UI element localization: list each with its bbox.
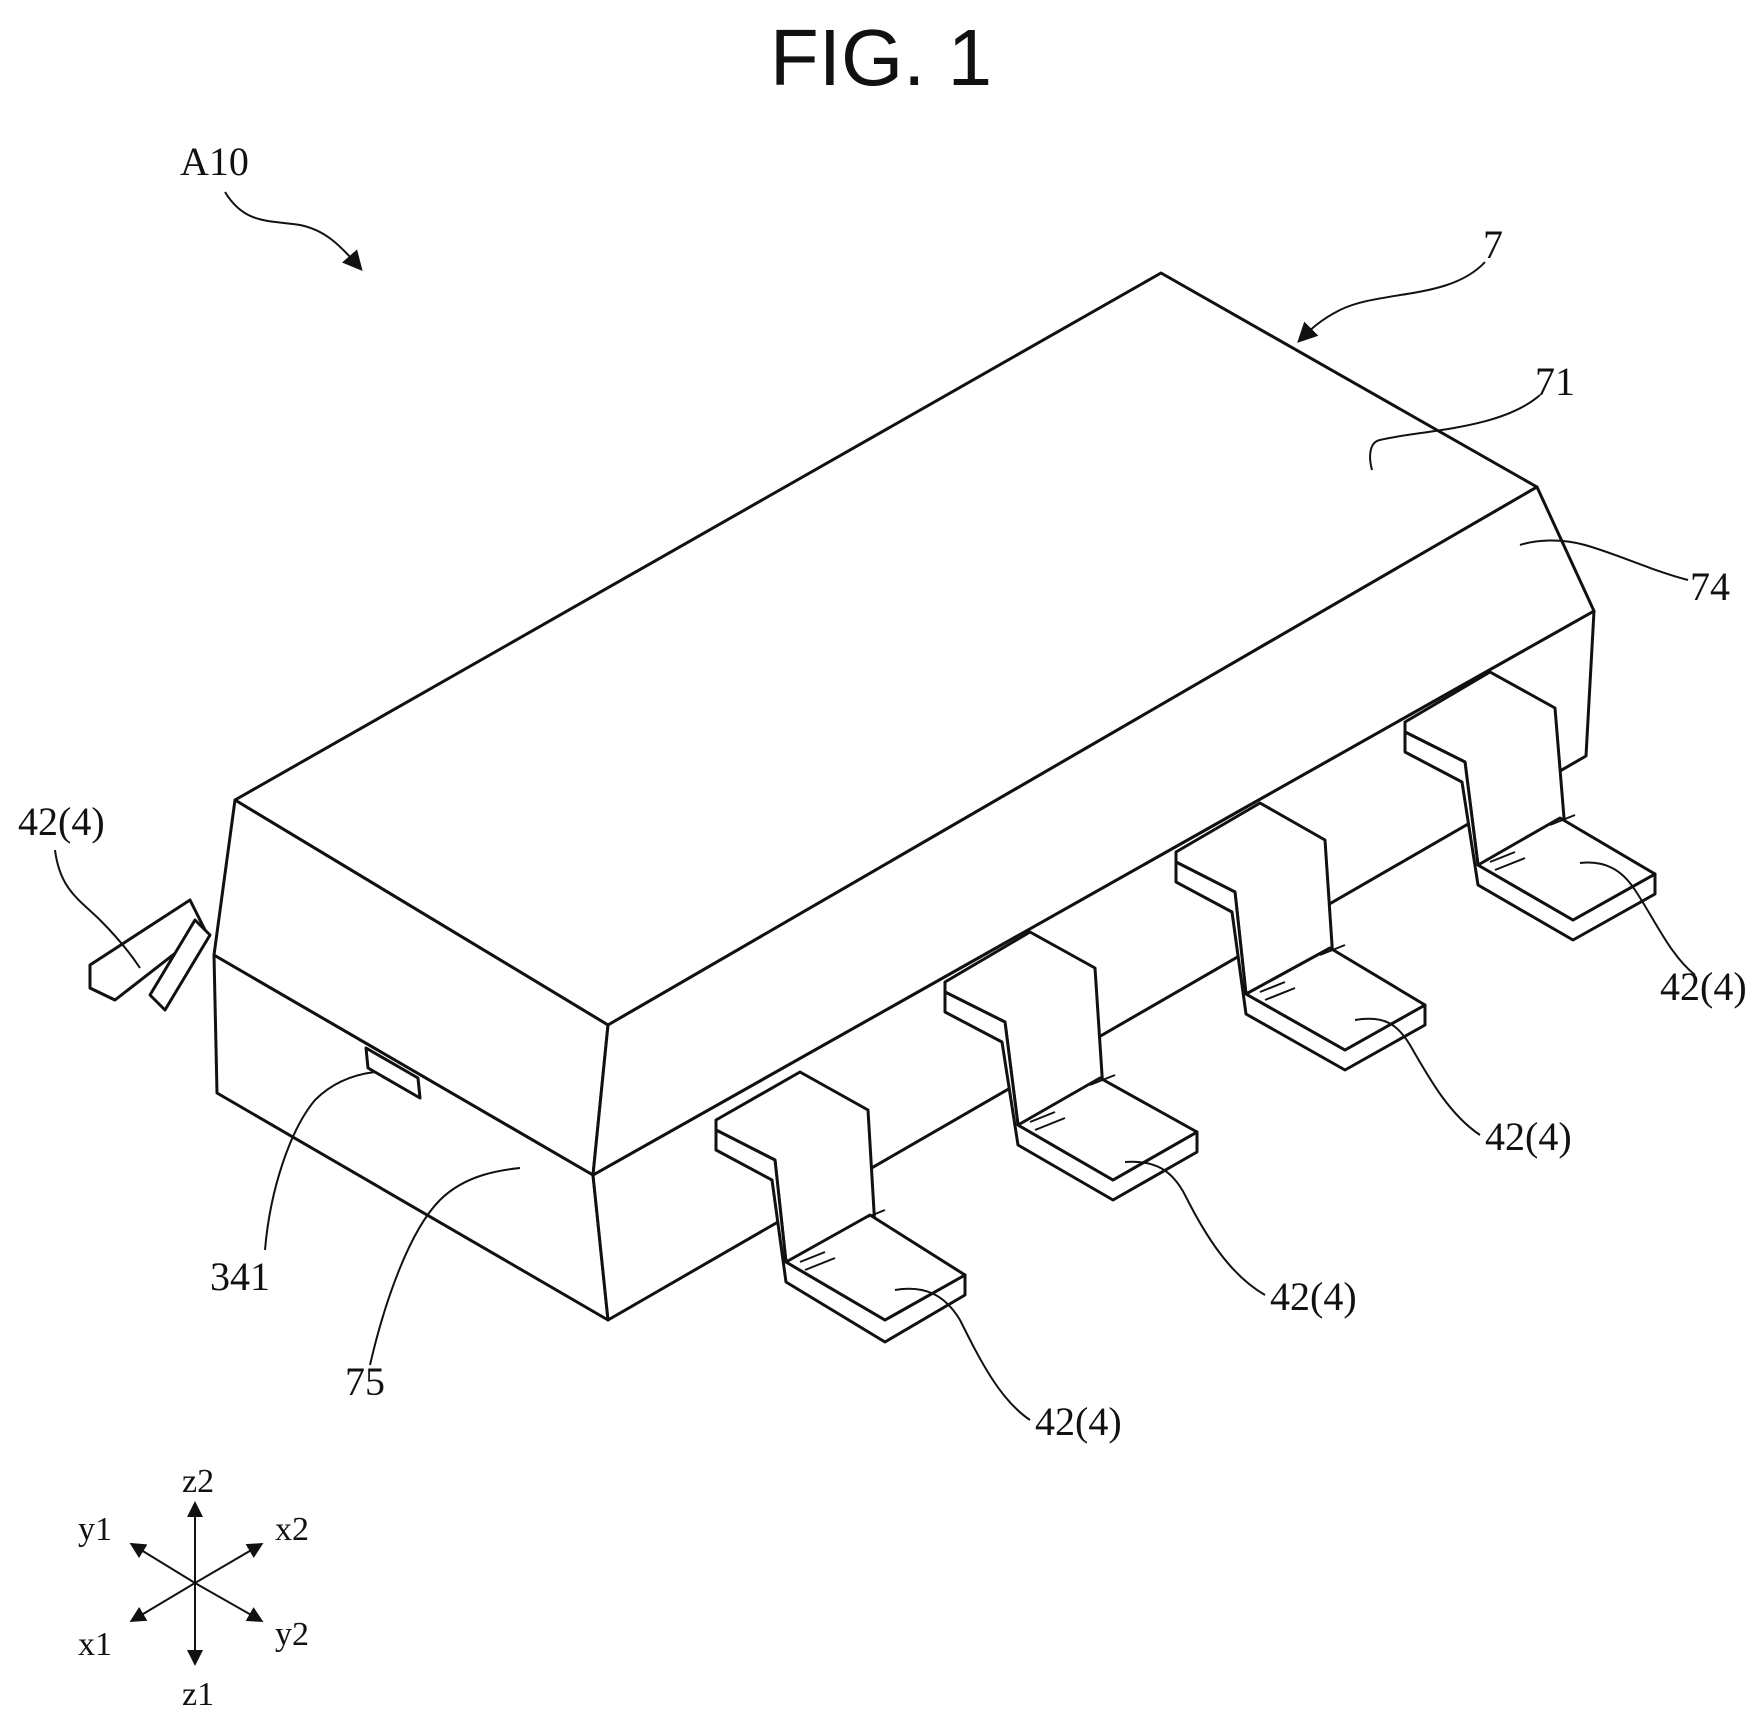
axis-y2-label: y2 bbox=[275, 1616, 309, 1653]
label-exposed-341: 341 bbox=[210, 1254, 270, 1299]
label-body-7-arrow bbox=[1300, 262, 1485, 340]
label-lead-3: 42(4) bbox=[1485, 1114, 1572, 1159]
label-lead-4: 42(4) bbox=[1660, 964, 1747, 1009]
label-lead-left-leader bbox=[55, 850, 140, 968]
axis-x2-label: x2 bbox=[275, 1511, 309, 1548]
label-body-7: 7 bbox=[1483, 222, 1503, 267]
axis-z1-label: z1 bbox=[182, 1676, 214, 1713]
axis-z2-label: z2 bbox=[182, 1463, 214, 1500]
device-label-arrow bbox=[225, 192, 360, 268]
label-top-face-71: 71 bbox=[1535, 359, 1575, 404]
axis-y1-label: y1 bbox=[78, 1511, 112, 1548]
device-label: A10 bbox=[180, 139, 249, 184]
axis-indicator: z2 z1 y1 x2 x1 y2 bbox=[78, 1463, 309, 1713]
label-lead-left: 42(4) bbox=[18, 799, 105, 844]
label-lead-1: 42(4) bbox=[1035, 1399, 1122, 1444]
axis-x1-label: x1 bbox=[78, 1626, 112, 1663]
label-side-face-74: 74 bbox=[1690, 564, 1730, 609]
label-front-face-75: 75 bbox=[345, 1359, 385, 1404]
lead-terminal-back-left bbox=[90, 900, 210, 1010]
figure-title: FIG. 1 bbox=[770, 13, 992, 102]
label-lead-2: 42(4) bbox=[1270, 1274, 1357, 1319]
